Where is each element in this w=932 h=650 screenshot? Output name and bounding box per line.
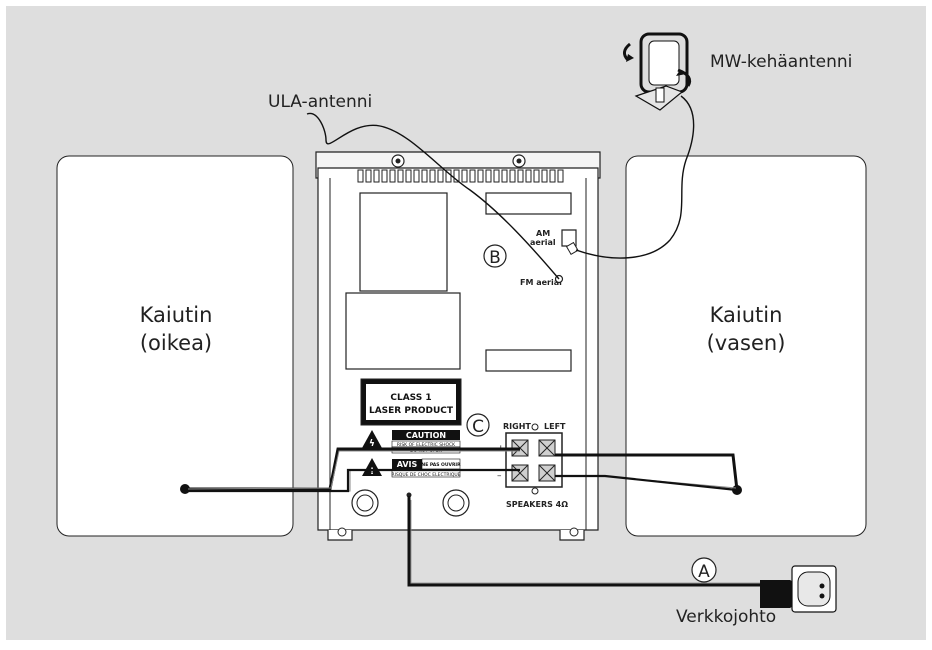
power-cord-label: Verkkojohto — [676, 607, 776, 627]
fm-antenna-wire — [306, 112, 560, 280]
fm-antenna-label: ULA-antenni — [268, 92, 372, 112]
marker-b — [483, 244, 507, 268]
main-unit-rear: AM aerial FM aerial B CLASS 1 LASER PROD… — [315, 151, 601, 541]
wall-outlet — [791, 565, 837, 613]
speakers-label: SPEAKERS 4Ω — [506, 500, 568, 509]
speaker-left-label-2: (oikea) — [140, 331, 212, 355]
avis-line-2: RISQUE DE CHOC ELECTRIQUE — [391, 472, 460, 478]
right-label: RIGHT — [503, 422, 531, 431]
caution-line-1: RISK OF ELECTRIC SHOCK — [397, 442, 456, 448]
marker-c — [466, 413, 490, 437]
avis-title: AVIS — [397, 460, 418, 469]
avis-line-1: NE PAS OUVRIR — [421, 462, 461, 468]
marker-a — [691, 557, 717, 583]
marker-c-label: C — [472, 417, 484, 437]
am-loop-antenna — [623, 32, 692, 111]
mw-antenna-label: MW-kehäantenni — [710, 52, 852, 72]
am-label-1: AM — [536, 229, 550, 238]
speaker-right: Kaiutin (vasen) — [625, 155, 867, 537]
am-antenna-wire — [575, 95, 695, 259]
svg-text:!: ! — [370, 467, 374, 477]
speaker-left: Kaiutin (oikea) — [56, 155, 294, 537]
speaker-right-label-1: Kaiutin — [710, 303, 783, 327]
speaker-left-label-1: Kaiutin — [140, 303, 213, 327]
marker-b-label: B — [489, 248, 501, 268]
laser-text-1: CLASS 1 — [390, 393, 431, 403]
marker-a-label: A — [698, 562, 710, 582]
am-plug — [565, 241, 579, 256]
laser-text-2: LASER PRODUCT — [369, 406, 454, 416]
minus-sign: – — [497, 471, 502, 481]
caution-label: ϟ CAUTION RISK OF ELECTRIC SHOCK DO NOT … — [362, 430, 461, 478]
left-label: LEFT — [544, 422, 566, 431]
svg-text:ϟ: ϟ — [369, 439, 375, 449]
speaker-right-label-2: (vasen) — [707, 331, 786, 355]
am-label-2: aerial — [530, 238, 556, 247]
fm-label: FM aerial — [520, 278, 562, 287]
caution-title: CAUTION — [406, 431, 446, 440]
